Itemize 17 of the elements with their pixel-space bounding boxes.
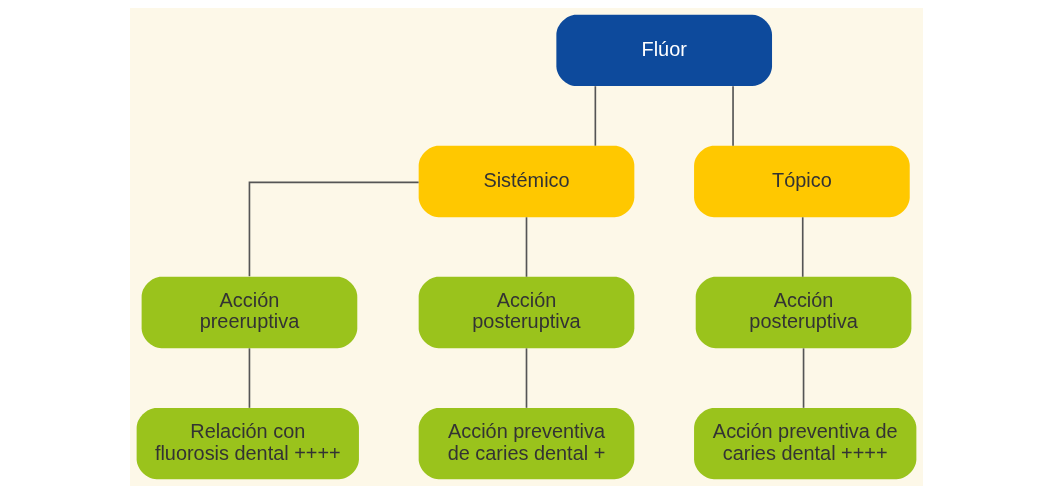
connector: [248, 347, 251, 409]
node-box: Acción preventiva de caries dental +: [418, 407, 635, 480]
connector: [732, 85, 734, 147]
node-box: Sistémico: [418, 145, 635, 218]
node-box: Tópico: [694, 145, 910, 218]
node-box: Relación con fluorosis dental ++++: [136, 407, 359, 480]
connector: [801, 216, 804, 278]
connector: [525, 216, 528, 278]
node-box: Acción preventiva de caries dental ++++: [694, 407, 917, 480]
node-box: Acción preeruptiva: [141, 276, 358, 349]
connector: [594, 85, 597, 147]
connector: [248, 181, 420, 278]
node-box: Flúor: [556, 14, 773, 87]
connector: [802, 347, 805, 409]
node-box: Acción posteruptiva: [418, 276, 635, 349]
node-box: Acción posteruptiva: [695, 276, 912, 349]
connector: [525, 347, 528, 409]
